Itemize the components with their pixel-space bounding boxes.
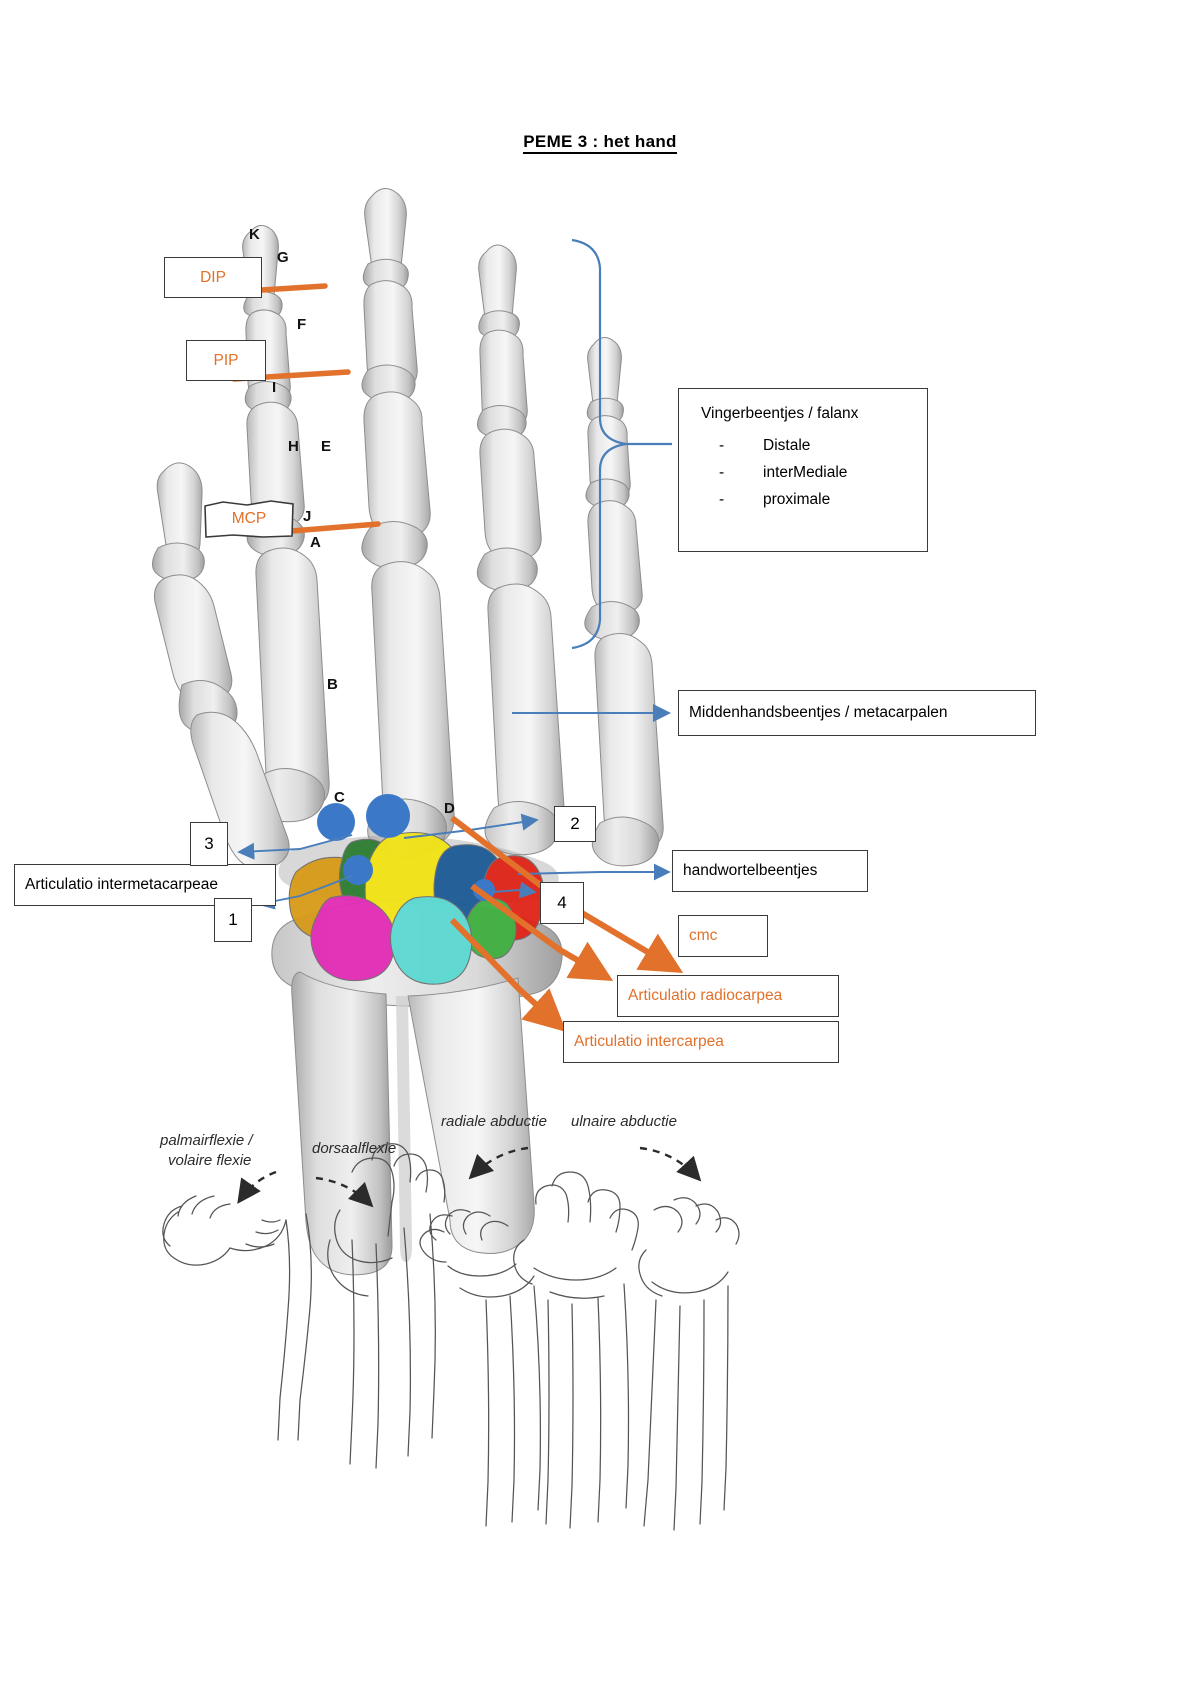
leader-to-4 [491, 881, 537, 899]
phalanx-item-intermediale-label: interMediale [763, 464, 848, 481]
marker-box-3-label: 3 [204, 834, 214, 854]
motion-label-ulnar-abduction: ulnaire abductie [571, 1113, 677, 1130]
palmarflexion-arrow [237, 1170, 277, 1204]
page-title: PEME 3 : het hand [0, 132, 1200, 154]
carpal-trapezoid [338, 838, 400, 916]
bone-letter-A: A [310, 534, 321, 551]
carpal-trapezium [288, 856, 378, 943]
joint-marker-dots [317, 794, 495, 901]
callout-dip[interactable]: DIP [164, 257, 262, 298]
callout-metacarpals-label: Middenhandsbeentjes / metacarpalen [689, 704, 948, 722]
callout-intercarpea-label: Articulatio intercarpea [574, 1033, 724, 1051]
bullet-dash-1: - [719, 437, 725, 454]
leader-to-carpals [517, 863, 671, 881]
mcp-level-line [289, 521, 381, 534]
leader-to-3 [237, 834, 353, 860]
marker-box-3[interactable]: 3 [190, 822, 228, 866]
bone-letter-K: K [249, 226, 260, 243]
bone-letter-H: H [288, 438, 299, 455]
callout-phalanges-list: - Distale - interMediale - proximale [701, 437, 909, 509]
page-title-text: PEME 3 : het hand [523, 132, 677, 154]
motion-label-palmarflexion: palmairflexie / volaire flexie [160, 1131, 253, 1172]
marker-box-1[interactable]: 1 [214, 898, 252, 942]
callout-mcp-label: MCP [231, 510, 267, 527]
bullet-dash-3: - [719, 491, 725, 508]
callout-intercarpea[interactable]: Articulatio intercarpea [563, 1021, 839, 1063]
leader-intercarpea [449, 917, 567, 1033]
callout-cmc[interactable]: cmc [678, 915, 768, 957]
marker-box-4[interactable]: 4 [540, 882, 584, 924]
carpal-pisiforme [465, 897, 517, 960]
marker-box-2[interactable]: 2 [554, 806, 596, 842]
callout-carpals-label: handwortelbeentjes [683, 862, 818, 880]
carpal-capitatum [364, 831, 463, 951]
motion-label-radial-abduction: radiale abductie [441, 1113, 547, 1130]
carpal-lunatum [389, 896, 473, 985]
bone-letter-F: F [297, 316, 307, 333]
callout-intermetacarpeae-label: Articulatio intermetacarpeae [25, 876, 218, 894]
dorsalflexion-arrow [315, 1176, 374, 1208]
bone-letter-J: J [303, 508, 312, 525]
marker-box-4-label: 4 [557, 893, 567, 913]
radial-abduction-arrow [468, 1146, 529, 1180]
bone-letter-C: C [334, 789, 345, 806]
callout-radiocarpea-label: Articulatio radiocarpea [628, 987, 783, 1005]
callout-carpals[interactable]: handwortelbeentjes [672, 850, 868, 892]
marker-box-2-label: 2 [570, 814, 580, 834]
callout-cmc-label: cmc [689, 927, 718, 945]
callout-metacarpals[interactable]: Middenhandsbeentjes / metacarpalen [678, 690, 1036, 736]
bone-letter-B: B [327, 676, 338, 693]
carpal-scaphoideum [310, 895, 396, 982]
ulnar-abduction-arrow [639, 1146, 702, 1182]
motion-label-dorsalflexion: dorsaalflexie [312, 1140, 397, 1157]
bullet-dash-2: - [719, 464, 725, 481]
callout-dip-label: DIP [200, 268, 226, 286]
carpal-hamatum [433, 844, 508, 940]
marker-box-1-label: 1 [228, 910, 238, 930]
phalanx-item-proximale-label: proximale [763, 491, 831, 508]
bone-letter-E: E [321, 438, 332, 455]
motion-label-palmarflexion-line1: palmairflexie / [160, 1132, 253, 1149]
callout-phalanges[interactable]: Vingerbeentjes / falanx - Distale - inte… [678, 388, 928, 552]
phalanx-item-distale: - Distale [719, 437, 909, 455]
callout-radiocarpea[interactable]: Articulatio radiocarpea [617, 975, 839, 1017]
motion-label-palmarflexion-line2: volaire flexie [168, 1152, 252, 1170]
callout-phalanges-heading: Vingerbeentjes / falanx [701, 405, 859, 422]
phalanx-brace [571, 238, 627, 650]
callout-pip[interactable]: PIP [186, 340, 266, 381]
phalanx-item-intermediale: - interMediale [719, 464, 909, 482]
phalanx-item-proximale: - proximale [719, 491, 909, 509]
leader-to-2 [403, 813, 539, 839]
bone-letter-I: I [272, 379, 277, 396]
bone-letter-D: D [444, 800, 455, 817]
carpal-triquetrum [481, 855, 545, 941]
callout-pip-label: PIP [213, 351, 239, 369]
phalanx-item-distale-label: Distale [763, 437, 811, 454]
bone-letter-G: G [277, 249, 289, 266]
callout-mcp[interactable]: MCP [203, 498, 295, 539]
